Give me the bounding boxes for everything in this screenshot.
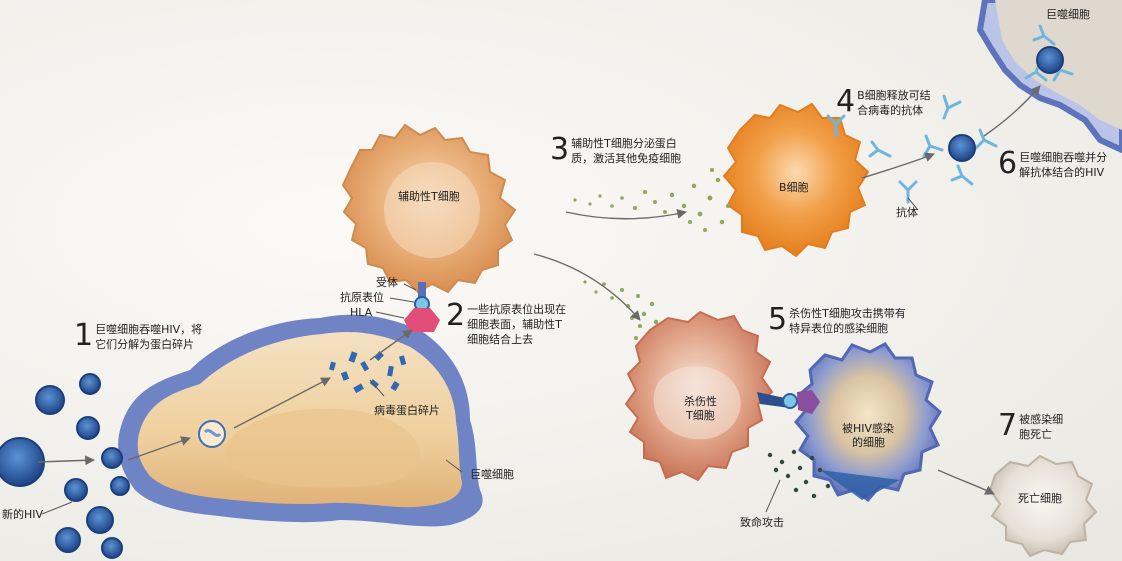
hla-label: HLA: [350, 306, 372, 320]
antibody-bound-hiv: [949, 135, 975, 161]
viral-fragments-label: 病毒蛋白碎片: [374, 404, 440, 418]
step-7: 7 被感染细胞死亡: [998, 412, 1063, 442]
step-3: 3 辅助性T细胞分泌蛋白质，激活其他免疫细胞: [550, 136, 681, 166]
step-4-text-line1: B细胞释放可结: [857, 89, 931, 102]
arrow-helper-to-b: [566, 212, 686, 219]
dead-cell: [990, 456, 1096, 556]
step-4-number: 4: [836, 88, 855, 116]
arrow-hiv-into-macrophage: [38, 460, 94, 462]
b-cell: [724, 104, 868, 256]
b-cell-label: B细胞: [779, 181, 809, 195]
step-5-text-line1: 杀伤性T细胞攻击携带有: [789, 307, 906, 320]
step-5-number: 5: [768, 306, 787, 334]
step-4-text-line2: 合病毒的抗体: [857, 104, 923, 117]
macrophage-top-right: [980, 0, 1122, 150]
step-3-text-line1: 辅助性T细胞分泌蛋白: [571, 137, 677, 150]
step-2: 2 一些抗原表位出现在细胞表面，辅助性T 细胞结合上去: [446, 302, 566, 347]
signal-dots-to-b-cell: [573, 168, 730, 232]
step-4: 4 B细胞释放可结合病毒的抗体: [836, 88, 931, 118]
macrophage-label: 巨噬细胞: [470, 468, 514, 482]
step-2-text-line3: 细胞结合上去: [467, 333, 533, 346]
lethal-attack-label: 致命攻击: [740, 516, 784, 530]
step-1-number: 1: [74, 322, 93, 350]
step-6-number: 6: [998, 150, 1017, 178]
step-1-text-line1: 巨噬细胞吞噬HIV，将: [95, 323, 202, 336]
step-2-text-line1: 一些抗原表位出现在: [467, 303, 566, 316]
helper-t-cell: [343, 125, 515, 292]
step-1-text-line2: 它们分解为蛋白碎片: [95, 338, 194, 351]
step-7-text-line2: 胞死亡: [1019, 428, 1052, 441]
arrow-b-to-antibody: [862, 154, 934, 178]
step-3-number: 3: [550, 136, 569, 164]
killer-t-cell-label-line2: T细胞: [686, 409, 715, 423]
step-6-text-line2: 解抗体结合的HIV: [1019, 166, 1104, 179]
helper-t-cell-label: 辅助性T细胞: [398, 190, 460, 204]
dead-cell-label: 死亡细胞: [1018, 492, 1062, 506]
step-5-text-line2: 特异表位的感染细胞: [789, 322, 888, 335]
infected-cell-label-line2: 的细胞: [852, 436, 885, 450]
macrophage-top-label: 巨噬细胞: [1046, 8, 1090, 22]
killer-t-cell-label-line1: 杀伤性: [684, 395, 717, 409]
step-6: 6 巨噬细胞吞噬并分解抗体结合的HIV: [998, 150, 1107, 180]
step-2-number: 2: [446, 302, 465, 330]
receptor-hla-complex: [404, 282, 440, 332]
step-5: 5 杀伤性T细胞攻击携带有特异表位的感染细胞: [768, 306, 906, 336]
arrow-to-dead-cell: [938, 470, 994, 494]
receptor-label: 受体: [376, 276, 398, 290]
step-2-text-line2: 细胞表面，辅助性T: [467, 318, 562, 331]
step-6-text-line1: 巨噬细胞吞噬并分: [1019, 151, 1107, 164]
engulfed-antibody-hiv: [1037, 47, 1063, 73]
infected-cell-label-line1: 被HIV感染: [842, 422, 894, 436]
step-7-text-line1: 被感染细: [1019, 413, 1063, 426]
new-hiv-label: 新的HIV: [2, 508, 43, 522]
step-7-number: 7: [998, 412, 1017, 440]
signal-dots-to-killer-t: [583, 280, 658, 340]
epitope-label: 抗原表位: [340, 291, 384, 305]
step-1: 1 巨噬细胞吞噬HIV，将它们分解为蛋白碎片: [74, 322, 202, 352]
antibody-label: 抗体: [896, 206, 918, 220]
step-3-text-line2: 质，激活其他免疫细胞: [571, 152, 681, 165]
